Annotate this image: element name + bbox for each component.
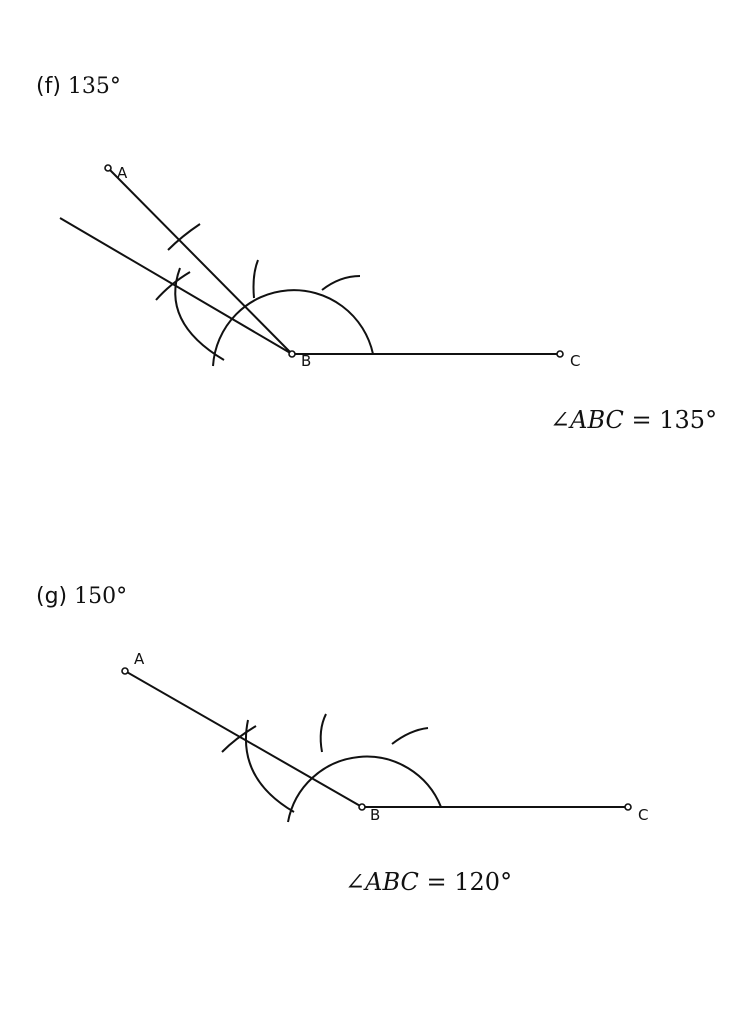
- result-f-value: 135°: [659, 406, 718, 434]
- result-g-name: ABC: [365, 868, 419, 896]
- point-label-b-f: B: [301, 352, 311, 370]
- construction-arc-f: [212, 289, 374, 367]
- result-f-equals: =: [623, 406, 660, 434]
- result-f: ∠ABC = 135°: [550, 406, 717, 434]
- bisect-mark-2-f: [155, 271, 191, 301]
- result-f-symbol: ∠: [550, 406, 571, 434]
- heading-g-angle: 150°: [74, 584, 128, 609]
- result-g-equals: =: [418, 868, 455, 896]
- ray-ba-f: [107, 167, 293, 355]
- ray-ba-g: [124, 670, 363, 808]
- point-label-a-f: A: [117, 164, 128, 182]
- result-g-value: 120°: [454, 868, 513, 896]
- heading-f: (f) 135°: [36, 74, 121, 99]
- heading-f-part: (f): [36, 74, 61, 99]
- bisect-arc-outer-g: [244, 719, 295, 813]
- heading-f-angle: 135°: [67, 74, 121, 99]
- arc-mark-120-g: [319, 713, 327, 753]
- result-g: ∠ABC = 120°: [345, 868, 512, 896]
- point-a-g: [121, 667, 129, 675]
- result-f-name: ABC: [570, 406, 624, 434]
- point-b-g: [358, 803, 366, 811]
- arc-mark-120-f: [252, 259, 259, 299]
- arc-mark-60-g: [391, 727, 429, 745]
- bisect-mark-1-f: [167, 223, 201, 251]
- heading-g-part: (g): [36, 584, 68, 609]
- result-g-symbol: ∠: [345, 868, 366, 896]
- point-label-b-g: B: [370, 806, 380, 824]
- point-c-g: [624, 803, 632, 811]
- bisect-mark-1-g: [221, 725, 257, 753]
- point-c-f: [556, 350, 564, 358]
- point-a-f: [104, 164, 112, 172]
- point-label-a-g: A: [134, 650, 145, 668]
- point-label-c-f: C: [570, 352, 580, 370]
- construction-arc-g: [287, 755, 442, 823]
- point-label-c-g: C: [638, 806, 648, 824]
- arc-mark-60-f: [321, 275, 361, 291]
- point-b-f: [288, 350, 296, 358]
- heading-g: (g) 150°: [36, 584, 127, 609]
